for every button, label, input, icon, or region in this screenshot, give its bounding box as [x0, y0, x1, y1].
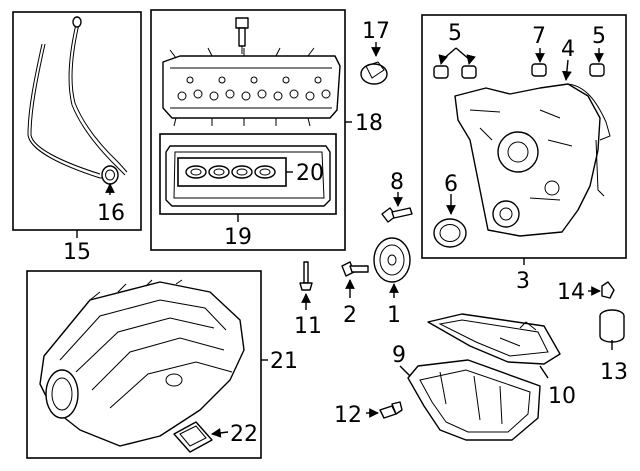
callout-6: 6 — [444, 172, 458, 197]
valve-cover-bolts — [177, 76, 331, 101]
callout-18: 18 — [355, 111, 383, 136]
callout-7: 7 — [532, 24, 546, 49]
callout-12: 12 — [334, 403, 362, 428]
callout-1: 1 — [387, 303, 401, 328]
cover-seal-bore — [492, 200, 520, 228]
intake-manifold[interactable] — [39, 281, 245, 447]
vibration-damper[interactable] — [373, 237, 411, 298]
callout-21: 21 — [270, 349, 298, 374]
gasket-box — [159, 133, 337, 215]
water-pump — [497, 131, 539, 173]
callout-20: 20 — [296, 161, 324, 186]
callout-15: 15 — [63, 240, 91, 265]
oil-pan-gasket[interactable] — [427, 313, 561, 379]
bolt-2[interactable] — [341, 261, 369, 298]
oil-pressure-fitting[interactable] — [588, 281, 615, 299]
callout-22: 22 — [230, 422, 258, 447]
callout-19: 19 — [224, 225, 252, 250]
callout-17: 17 — [362, 19, 390, 44]
pcv-valve[interactable] — [235, 17, 249, 29]
valve-cover-box — [150, 9, 346, 251]
oil-filler-cap[interactable] — [360, 42, 388, 85]
tube-seals[interactable] — [185, 165, 276, 179]
callout-4: 4 — [561, 37, 575, 62]
dipstick-rod[interactable] — [68, 23, 126, 176]
callout-5a: 5 — [448, 21, 462, 46]
intake-manifold-group[interactable] — [26, 270, 268, 459]
callout-2: 2 — [343, 303, 357, 328]
callout-3: 3 — [516, 269, 530, 294]
dowel-pins[interactable] — [433, 63, 605, 79]
oil-drain-plug[interactable] — [366, 401, 403, 419]
dipstick-box — [12, 11, 142, 231]
valve-cover-group[interactable] — [150, 9, 346, 251]
intake-manifold-box — [26, 270, 262, 459]
dipstick-handle[interactable] — [72, 16, 82, 28]
dipstick-o-ring[interactable] — [101, 165, 119, 185]
throttle-body-gasket[interactable] — [173, 421, 229, 453]
callout-16: 16 — [97, 201, 125, 226]
callout-11: 11 — [294, 314, 322, 339]
callout-13: 13 — [600, 360, 628, 385]
oil-filter[interactable] — [599, 309, 625, 350]
dipstick-tube[interactable] — [27, 43, 103, 179]
callout-14: 14 — [557, 280, 585, 305]
callout-5b: 5 — [592, 24, 606, 49]
callout-10: 10 — [548, 384, 576, 409]
callout-9: 9 — [392, 343, 406, 368]
throttle-body-opening — [45, 369, 79, 419]
timing-cover-group[interactable] — [421, 14, 627, 259]
callout-8: 8 — [390, 170, 404, 195]
dipstick-group[interactable] — [12, 11, 142, 231]
bolt-11[interactable] — [299, 261, 313, 310]
valve-cover[interactable] — [162, 55, 341, 119]
damper-bolt[interactable] — [381, 192, 413, 223]
callout-labels: 1 2 3 4 5 5 6 7 8 9 10 11 12 13 14 15 16… — [63, 19, 628, 447]
oil-pan[interactable] — [399, 359, 541, 441]
crankshaft-front-seal[interactable] — [433, 194, 467, 248]
